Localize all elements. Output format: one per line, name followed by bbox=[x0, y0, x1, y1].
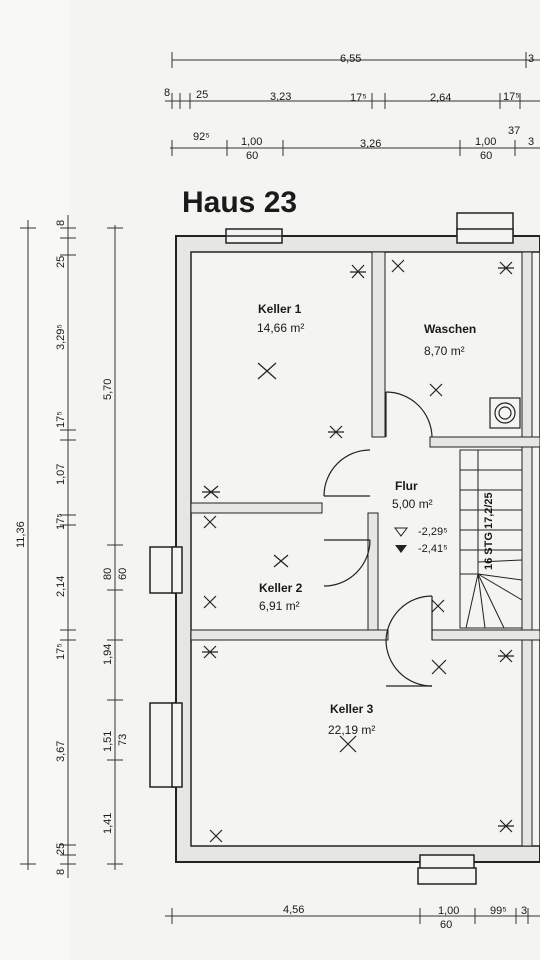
dim-top-6: 17⁵ bbox=[350, 92, 367, 104]
dim-left-3: 25 bbox=[55, 843, 67, 855]
dim-top-3: 8 bbox=[164, 87, 170, 99]
dim-left-17: 80 bbox=[102, 568, 114, 580]
windows bbox=[149, 212, 514, 885]
dim-left-12: 8 bbox=[55, 220, 67, 226]
dim-left-11: 25 bbox=[55, 256, 67, 268]
dim-left-19: 5,70 bbox=[102, 379, 114, 400]
room-area: 14,66 m² bbox=[257, 321, 304, 335]
dim-top-8: 17⁵ bbox=[503, 91, 520, 103]
dim-left-14: 1,51 bbox=[102, 731, 114, 752]
room-area: 8,70 m² bbox=[424, 344, 465, 358]
room-area: 6,91 m² bbox=[259, 599, 300, 613]
dim-left-18: 60 bbox=[117, 568, 129, 580]
plan-title: Haus 23 bbox=[182, 186, 297, 219]
dim-left-1: 11,36 bbox=[15, 521, 27, 548]
dim-top-14: 60 bbox=[480, 150, 492, 162]
dim-left-13: 1,41 bbox=[102, 813, 114, 834]
dim-top-4: 25 bbox=[196, 89, 208, 101]
dim-bottom-3: 60 bbox=[440, 919, 452, 931]
fixture-marks bbox=[202, 259, 514, 843]
room-name: Keller 1 bbox=[258, 302, 302, 316]
dim-top-7: 2,64 bbox=[430, 92, 451, 104]
room-name: Keller 3 bbox=[330, 702, 374, 716]
dim-left-5: 17⁵ bbox=[55, 643, 67, 660]
dimension-lines-bottom bbox=[165, 908, 540, 924]
dim-top-2: 3 bbox=[528, 53, 534, 65]
dim-top-15: 37 bbox=[508, 125, 520, 137]
dim-top-11: 60 bbox=[246, 150, 258, 162]
dimension-lines-left bbox=[20, 215, 123, 878]
dim-bottom-5: 3 bbox=[521, 905, 527, 917]
dim-bottom-1: 4,56 bbox=[283, 904, 304, 916]
washer-symbol bbox=[489, 397, 521, 429]
dim-top-5: 3,23 bbox=[270, 91, 291, 103]
dim-top-16: 3 bbox=[528, 136, 534, 148]
dim-left-10: 3,29⁵ bbox=[55, 324, 67, 350]
level-value: -2,41⁵ bbox=[418, 543, 448, 555]
level-value: -2,29⁵ bbox=[418, 526, 448, 538]
dim-left-4: 3,67 bbox=[55, 741, 67, 762]
room-name: Keller 2 bbox=[259, 581, 303, 595]
dim-top-1: 6,55 bbox=[340, 53, 361, 65]
dim-left-6: 2,14 bbox=[55, 576, 67, 597]
dim-bottom-2: 1,00 bbox=[438, 905, 459, 917]
dim-top-13: 1,00 bbox=[475, 136, 496, 148]
staircase bbox=[459, 449, 523, 629]
dim-top-10: 1,00 bbox=[241, 136, 262, 148]
room-name: Flur bbox=[395, 479, 418, 493]
doors bbox=[323, 391, 433, 687]
dimension-lines-top bbox=[165, 52, 540, 156]
dim-left-16: 1,94 bbox=[102, 644, 114, 665]
dim-left-15: 73 bbox=[117, 734, 129, 746]
dim-left-2: 8 bbox=[55, 869, 67, 875]
dim-left-8: 1,07 bbox=[55, 464, 67, 485]
dim-bottom-4: 99⁵ bbox=[490, 905, 507, 917]
level-markers: -2,29⁵ -2,41⁵ bbox=[394, 526, 448, 555]
room-labels: Keller 1 14,66 m² Waschen 8,70 m² Flur 5… bbox=[257, 302, 476, 737]
dim-left-7: 17⁵ bbox=[55, 513, 67, 530]
walls bbox=[175, 235, 540, 863]
room-area: 22,19 m² bbox=[328, 723, 375, 737]
dim-top-9: 92⁵ bbox=[193, 131, 210, 143]
stair-label: 16 STG 17,2/25 bbox=[483, 492, 495, 570]
dim-top-12: 3,26 bbox=[360, 138, 381, 150]
dim-left-9: 17⁵ bbox=[55, 411, 67, 428]
room-name: Waschen bbox=[424, 322, 476, 336]
room-area: 5,00 m² bbox=[392, 497, 433, 511]
